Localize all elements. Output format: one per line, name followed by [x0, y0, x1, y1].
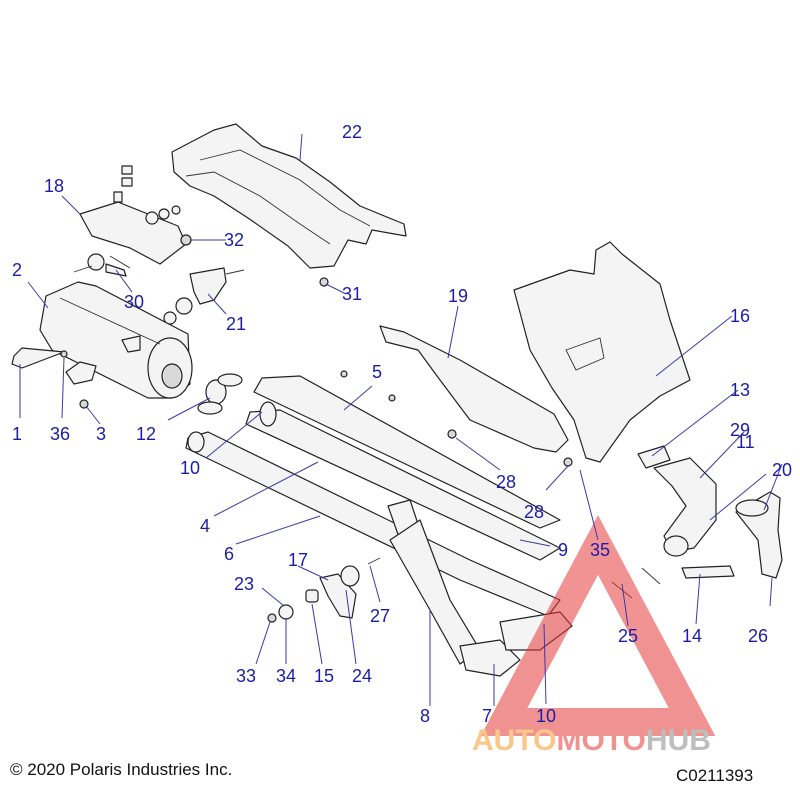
callout-11: 11 — [736, 432, 755, 452]
callout-30: 30 — [124, 292, 144, 312]
callout-7: 7 — [482, 706, 492, 726]
watermark-hub: HUB — [646, 724, 711, 757]
callout-5: 5 — [372, 362, 382, 382]
callout-1: 1 — [12, 424, 22, 444]
spark-arrestor-tip — [11, 347, 65, 369]
callout-28b: 28 — [524, 502, 544, 522]
drawing-code: C0211393 — [676, 766, 754, 785]
callout-31: 31 — [342, 284, 362, 304]
callout-13: 13 — [730, 380, 750, 400]
watermark-moto: MOTO — [556, 724, 645, 757]
callout-12: 12 — [136, 424, 156, 444]
fastener-5a — [340, 370, 348, 378]
head-pipes — [185, 375, 561, 617]
callout-24: 24 — [352, 666, 372, 686]
fastener-5b — [388, 394, 396, 402]
callout-25: 25 — [618, 626, 638, 646]
callout-28a: 28 — [496, 472, 516, 492]
leader-lines — [19, 133, 783, 706]
callout-labels: 1 2 3 4 5 6 7 8 9 10 10 11 12 13 14 15 1… — [12, 122, 792, 726]
callout-9: 9 — [558, 540, 568, 560]
callout-8: 8 — [420, 706, 430, 726]
callout-14: 14 — [682, 626, 702, 646]
callout-17: 17 — [288, 550, 308, 570]
callout-6: 6 — [224, 544, 234, 564]
heat-shield-upper — [171, 123, 407, 269]
callout-2: 2 — [12, 260, 22, 280]
callout-10b: 10 — [536, 706, 556, 726]
hanger-bracket — [267, 557, 381, 623]
callout-21: 21 — [226, 314, 246, 334]
callout-22: 22 — [342, 122, 362, 142]
fastener-28a — [447, 429, 457, 439]
exhaust-elbow — [637, 445, 717, 557]
callout-23: 23 — [234, 574, 254, 594]
callout-33: 33 — [236, 666, 256, 686]
springs-12 — [197, 373, 243, 415]
callout-26: 26 — [748, 626, 768, 646]
callout-34: 34 — [276, 666, 296, 686]
right-pipe — [735, 491, 783, 579]
muffler-bracket — [73, 165, 245, 325]
callout-27: 27 — [370, 606, 390, 626]
heat-shield-mid — [379, 325, 569, 453]
fastener-28b — [563, 457, 573, 467]
callout-4: 4 — [200, 516, 210, 536]
watermark-auto: AUTO — [472, 724, 556, 757]
callout-3: 3 — [96, 424, 106, 444]
callout-35: 35 — [590, 540, 610, 560]
callout-15: 15 — [314, 666, 334, 686]
callout-16: 16 — [730, 306, 750, 326]
callout-18: 18 — [44, 176, 64, 196]
copyright-text: © 2020 Polaris Industries Inc. — [10, 760, 233, 779]
heat-shield-right — [513, 241, 691, 463]
fastener-36 — [60, 350, 68, 358]
callout-19: 19 — [448, 286, 468, 306]
callout-32: 32 — [224, 230, 244, 250]
callout-36: 36 — [50, 424, 70, 444]
callout-20: 20 — [772, 460, 792, 480]
muffler — [39, 281, 193, 399]
svg-text:AUTOMOTOHUB: AUTOMOTOHUB — [472, 724, 711, 757]
callout-10a: 10 — [180, 458, 200, 478]
watermark-logo: AUTOMOTOHUB — [472, 515, 716, 757]
callout-29: 29 — [730, 420, 750, 440]
